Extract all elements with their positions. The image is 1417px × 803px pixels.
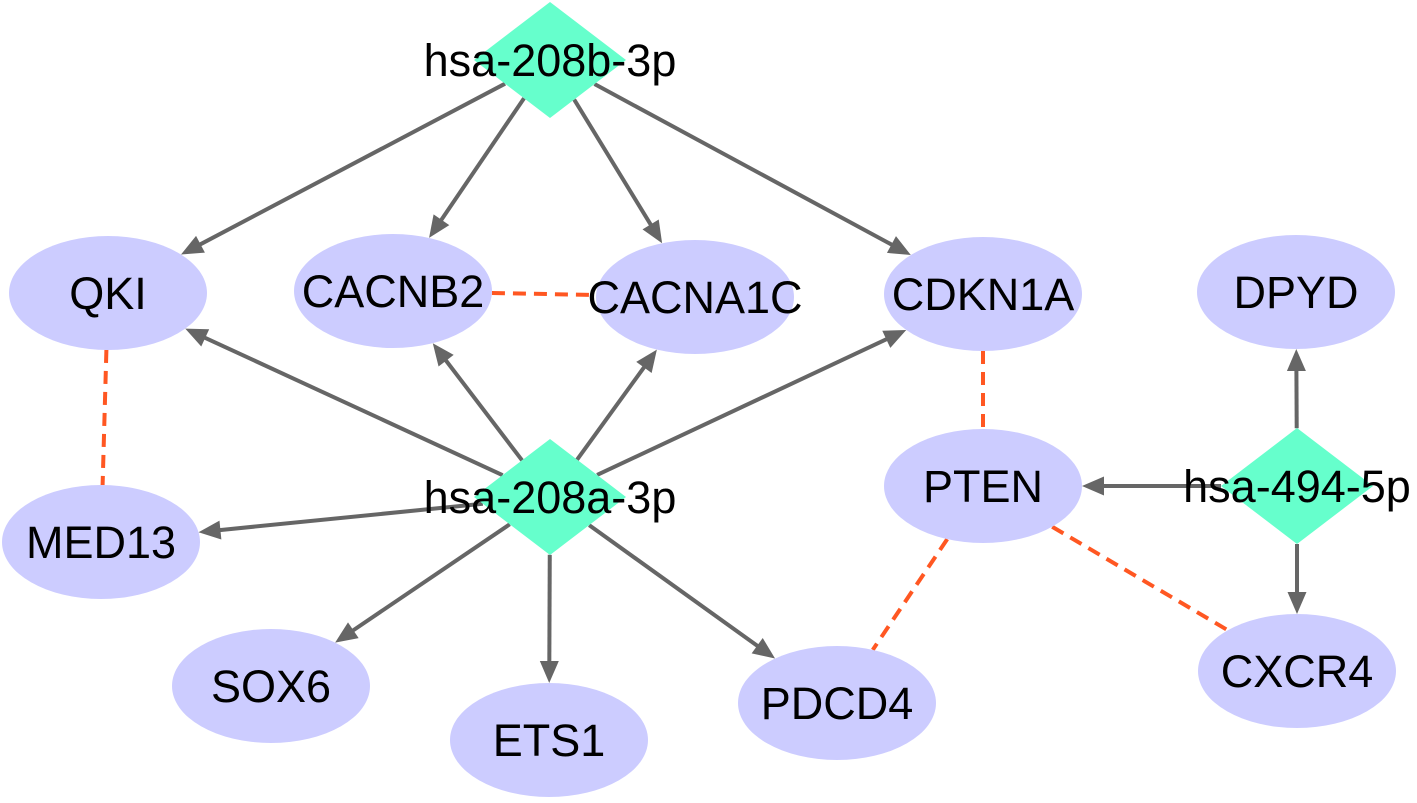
mirna-diamond (1221, 428, 1373, 544)
gene-node-dpyd (1197, 235, 1395, 349)
dashed-edge-cacnb2-cacna1c (491, 290, 597, 298)
gene-node-ets1 (450, 683, 648, 797)
gene-node-pten (884, 429, 1082, 543)
directed-edge-hsa-494-5p-to-dpyd (1286, 348, 1306, 429)
gene-ellipse (9, 236, 207, 350)
node-label: hsa-208a-3p (424, 472, 677, 523)
edge-line (350, 522, 511, 634)
dashed-edge-pten-cxcr4 (1051, 525, 1229, 632)
node-label: CACNB2 (302, 266, 485, 317)
directed-edge-hsa-208a-3p-to-cacnb2 (432, 343, 524, 462)
edge-line (596, 336, 889, 477)
edge-line (572, 98, 654, 228)
directed-edge-hsa-208a-3p-to-ets1 (539, 554, 559, 684)
gene-ellipse (2, 485, 200, 599)
mirna-diamond (474, 439, 626, 555)
gene-node-pdcd4 (738, 646, 936, 760)
node-label: DPYD (1233, 267, 1358, 318)
labels-layer: QKI CACNB2 CACNA1C CDKN1A DPYD MED13 PTEN SOX6E… (26, 35, 1411, 766)
arrowhead (636, 349, 657, 373)
gene-ellipse (294, 234, 492, 348)
node-label: MED13 (26, 517, 176, 568)
arrowhead (1287, 592, 1307, 614)
node-label: ETS1 (493, 715, 606, 766)
arrowhead (539, 660, 559, 684)
node-label: hsa-494-5p (1183, 461, 1411, 512)
node-label: SOX6 (211, 661, 331, 712)
arrowhead (198, 520, 222, 540)
node-label: PTEN (923, 461, 1043, 512)
gene-node-cxcr4 (1198, 614, 1396, 728)
edge-line (202, 335, 504, 477)
gene-ellipse (596, 240, 794, 354)
directed-edge-hsa-208a-3p-to-cacna1c (575, 349, 657, 461)
gene-node-cacna1c (596, 240, 794, 354)
node-label: PDCD4 (761, 678, 914, 729)
nodes-layer (2, 2, 1396, 797)
edge-line (218, 501, 484, 533)
arrowhead (882, 329, 907, 348)
arrowhead (751, 637, 776, 659)
arrowhead (429, 214, 450, 238)
directed-edge-hsa-208b-3p-to-cacnb2 (429, 97, 526, 238)
gene-ellipse (172, 629, 370, 743)
dashed-edge-pten-pdcd4 (871, 538, 949, 651)
gene-node-sox6 (172, 629, 370, 743)
edge-line (438, 97, 526, 223)
node-label: QKI (69, 268, 147, 319)
edge-line (587, 523, 760, 649)
node-label: CACNA1C (587, 272, 802, 323)
directed-edge-hsa-208b-3p-to-qki (181, 81, 506, 255)
gene-node-med13 (2, 485, 200, 599)
directed-edge-hsa-494-5p-to-pten (1082, 476, 1221, 496)
node-label: CXCR4 (1221, 646, 1374, 697)
mirna-node-hsa-494-5p (1221, 428, 1373, 544)
gene-ellipse (1198, 614, 1396, 728)
directed-edge-hsa-208a-3p-to-qki (185, 328, 504, 477)
arrowhead (335, 622, 359, 643)
arrowhead (642, 219, 663, 244)
directed-edge-hsa-494-5p-to-cxcr4 (1287, 544, 1307, 614)
mirna-node-hsa-208b-3p (474, 2, 626, 118)
mirna-diamond (474, 2, 626, 118)
dashed-edge-qki-med13 (100, 349, 109, 486)
arrowhead (181, 235, 205, 255)
edges-layer (100, 81, 1307, 684)
arrowhead (886, 236, 911, 255)
directed-edge-hsa-208a-3p-to-sox6 (335, 522, 511, 643)
arrowhead (432, 343, 454, 367)
gene-node-cdkn1a (884, 237, 1082, 351)
gene-ellipse (1197, 235, 1395, 349)
node-label: CDKN1A (892, 269, 1075, 320)
mirna-node-hsa-208a-3p (474, 439, 626, 555)
arrowhead (185, 328, 210, 347)
gene-ellipse (450, 683, 648, 797)
edge-line (443, 357, 524, 462)
gene-node-cacnb2 (294, 234, 492, 348)
edge-line (593, 82, 895, 248)
node-label: hsa-208b-3p (424, 35, 677, 86)
directed-edge-hsa-208a-3p-to-pdcd4 (587, 523, 776, 659)
gene-ellipse (884, 429, 1082, 543)
directed-edge-hsa-208b-3p-to-cdkn1a (593, 82, 911, 255)
gene-ellipse (884, 237, 1082, 351)
directed-edge-hsa-208a-3p-to-cdkn1a (596, 329, 907, 477)
directed-edge-hsa-208a-3p-to-med13 (198, 501, 484, 540)
gene-node-qki (9, 236, 207, 350)
arrowhead (1286, 348, 1306, 372)
edge-line (575, 364, 647, 461)
gene-ellipse (738, 646, 936, 760)
arrowhead (1082, 476, 1104, 496)
directed-edge-hsa-208b-3p-to-cacna1c (572, 98, 663, 244)
edge-line (197, 81, 506, 247)
